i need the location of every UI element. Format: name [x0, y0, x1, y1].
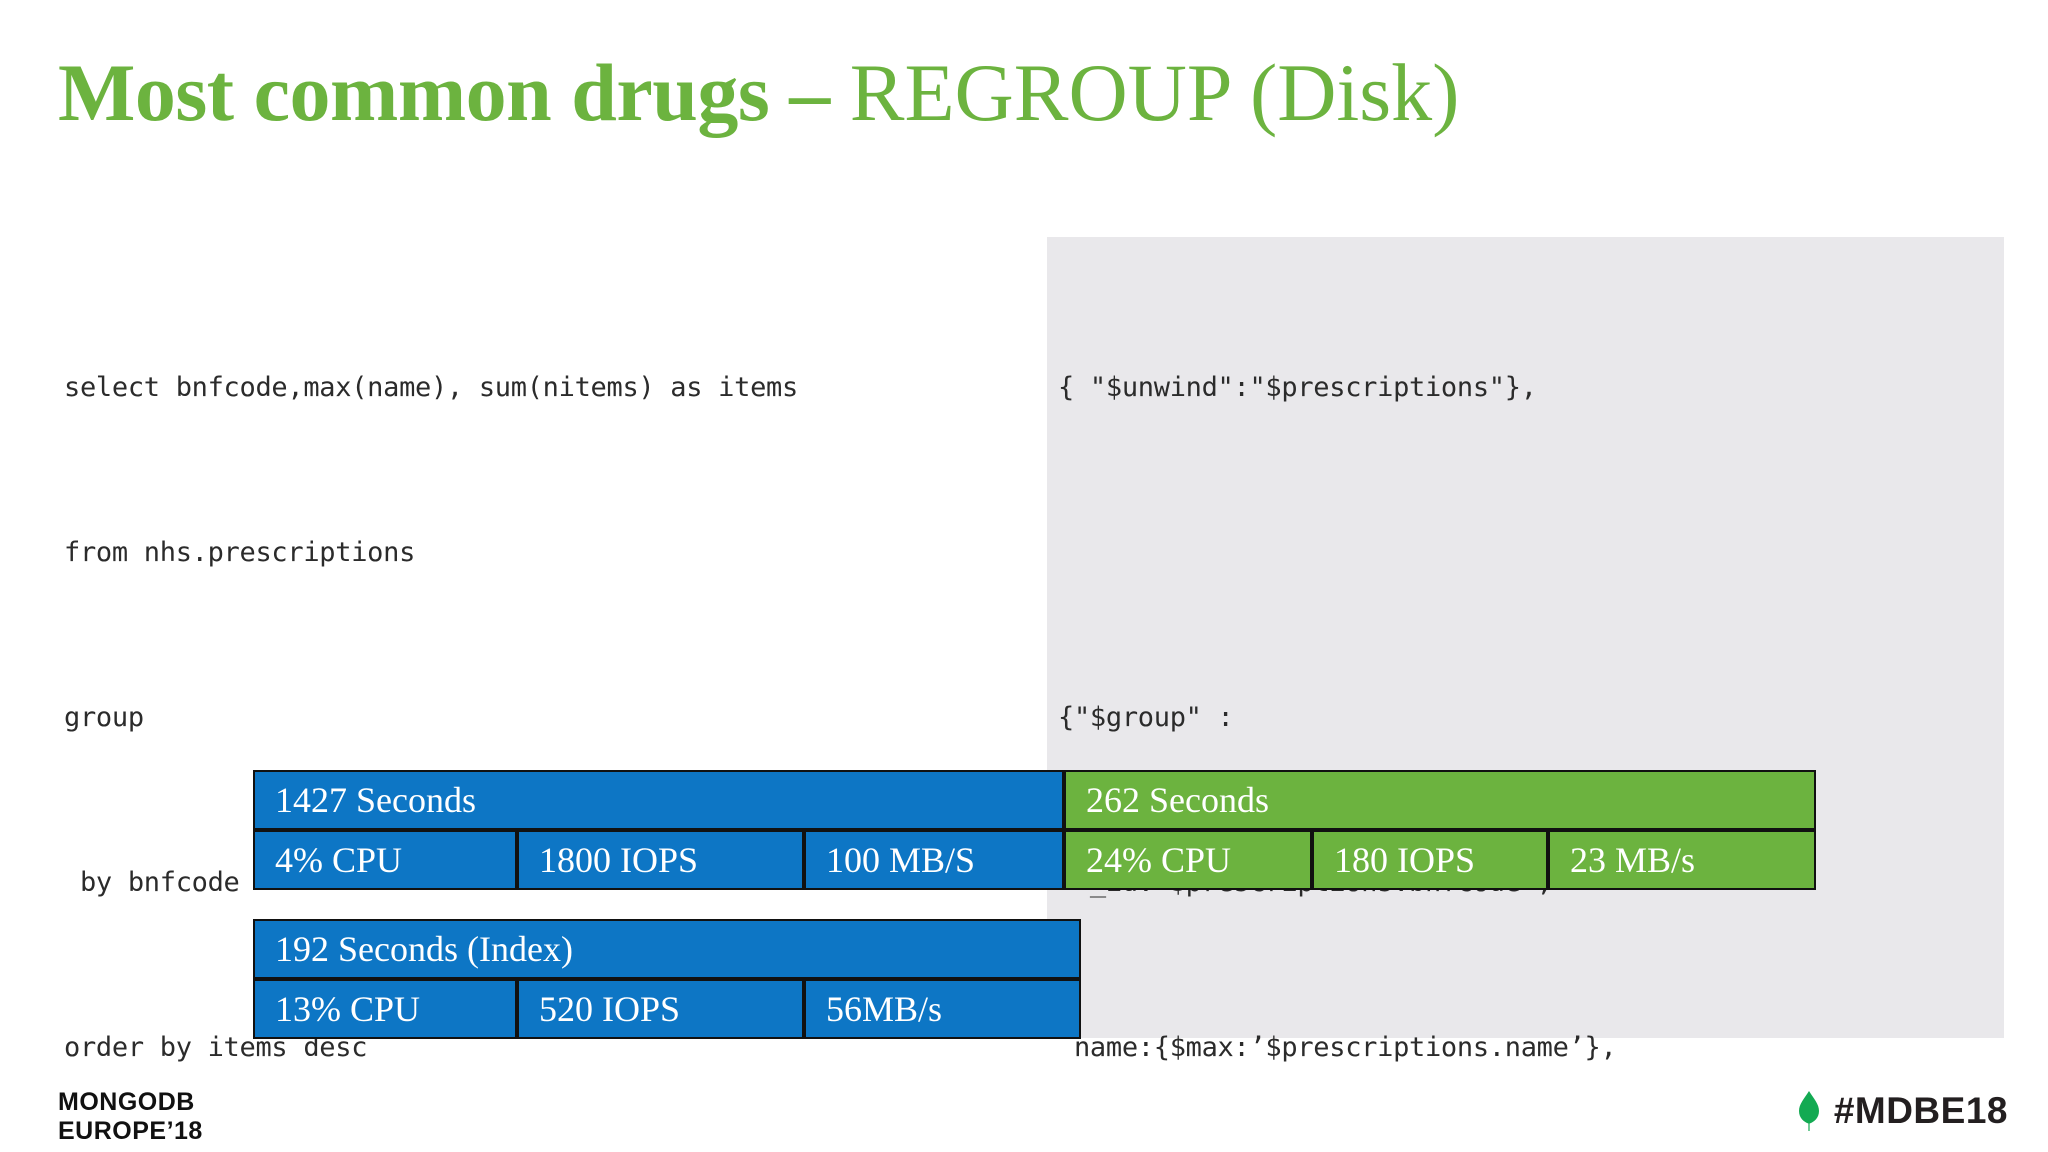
metric-duration: 192 Seconds (Index)	[253, 919, 1081, 979]
sql-code-line: select bnfcode,max(name), sum(nitems) as…	[64, 372, 798, 403]
event-hashtag: #MDBE18	[1796, 1090, 2008, 1132]
metric-header-row: 192 Seconds (Index)	[253, 919, 1081, 979]
hashtag-label: #MDBE18	[1833, 1090, 2008, 1131]
page-title-subject: REGROUP (Disk)	[849, 47, 1460, 138]
metric-throughput: 23 MB/s	[1548, 830, 1816, 890]
metric-header-row: 262 Seconds	[1064, 770, 1816, 830]
metric-throughput: 100 MB/S	[804, 830, 1064, 890]
metric-cpu: 4% CPU	[253, 830, 517, 890]
metric-duration: 262 Seconds	[1064, 770, 1816, 830]
metric-group-mongodb-regroup: 262 Seconds 24% CPU 180 IOPS 23 MB/s	[1064, 770, 1816, 890]
mongodb-leaf-icon	[1796, 1091, 1822, 1131]
sql-code-block: select bnfcode,max(name), sum(nitems) as…	[64, 250, 798, 1152]
sql-code-line: by bnfcode	[64, 867, 240, 898]
mongo-code-line: { "$unwind":"$prescriptions"},	[1058, 372, 1537, 403]
mongo-code-line: {"$group" :	[1058, 702, 1234, 733]
brand-line-2: EUROPE’18	[58, 1117, 203, 1145]
metric-header-row: 1427 Seconds	[253, 770, 1064, 830]
metric-iops: 1800 IOPS	[517, 830, 804, 890]
page-title-main: Most common drugs –	[58, 47, 850, 138]
metric-detail-row: 24% CPU 180 IOPS 23 MB/s	[1064, 830, 1816, 890]
metric-detail-row: 4% CPU 1800 IOPS 100 MB/S	[253, 830, 1064, 890]
metric-group-sql-index: 192 Seconds (Index) 13% CPU 520 IOPS 56M…	[253, 919, 1081, 1039]
metric-throughput: 56MB/s	[804, 979, 1081, 1039]
mongo-code-line: name:{$max:’$prescriptions.name’},	[1058, 1032, 1617, 1063]
brand-logo: MONGODB EUROPE’18	[58, 1088, 203, 1146]
sql-code-line: group	[64, 702, 144, 733]
sql-code-line: from nhs.prescriptions	[64, 537, 416, 568]
mongo-code-panel	[1047, 237, 2004, 1038]
mongo-code-block: { "$unwind":"$prescriptions"}, {"$group"…	[1058, 250, 1680, 1152]
metric-cpu: 24% CPU	[1064, 830, 1312, 890]
metric-group-sql-disk: 1427 Seconds 4% CPU 1800 IOPS 100 MB/S	[253, 770, 1064, 890]
metric-cpu: 13% CPU	[253, 979, 517, 1039]
metric-detail-row: 13% CPU 520 IOPS 56MB/s	[253, 979, 1081, 1039]
brand-line-1: MONGODB	[58, 1088, 195, 1116]
mongo-code-line	[1058, 525, 1680, 580]
metric-iops: 180 IOPS	[1312, 830, 1548, 890]
metric-duration: 1427 Seconds	[253, 770, 1064, 830]
page-title: Most common drugs – REGROUP (Disk)	[58, 52, 1459, 134]
metric-iops: 520 IOPS	[517, 979, 804, 1039]
